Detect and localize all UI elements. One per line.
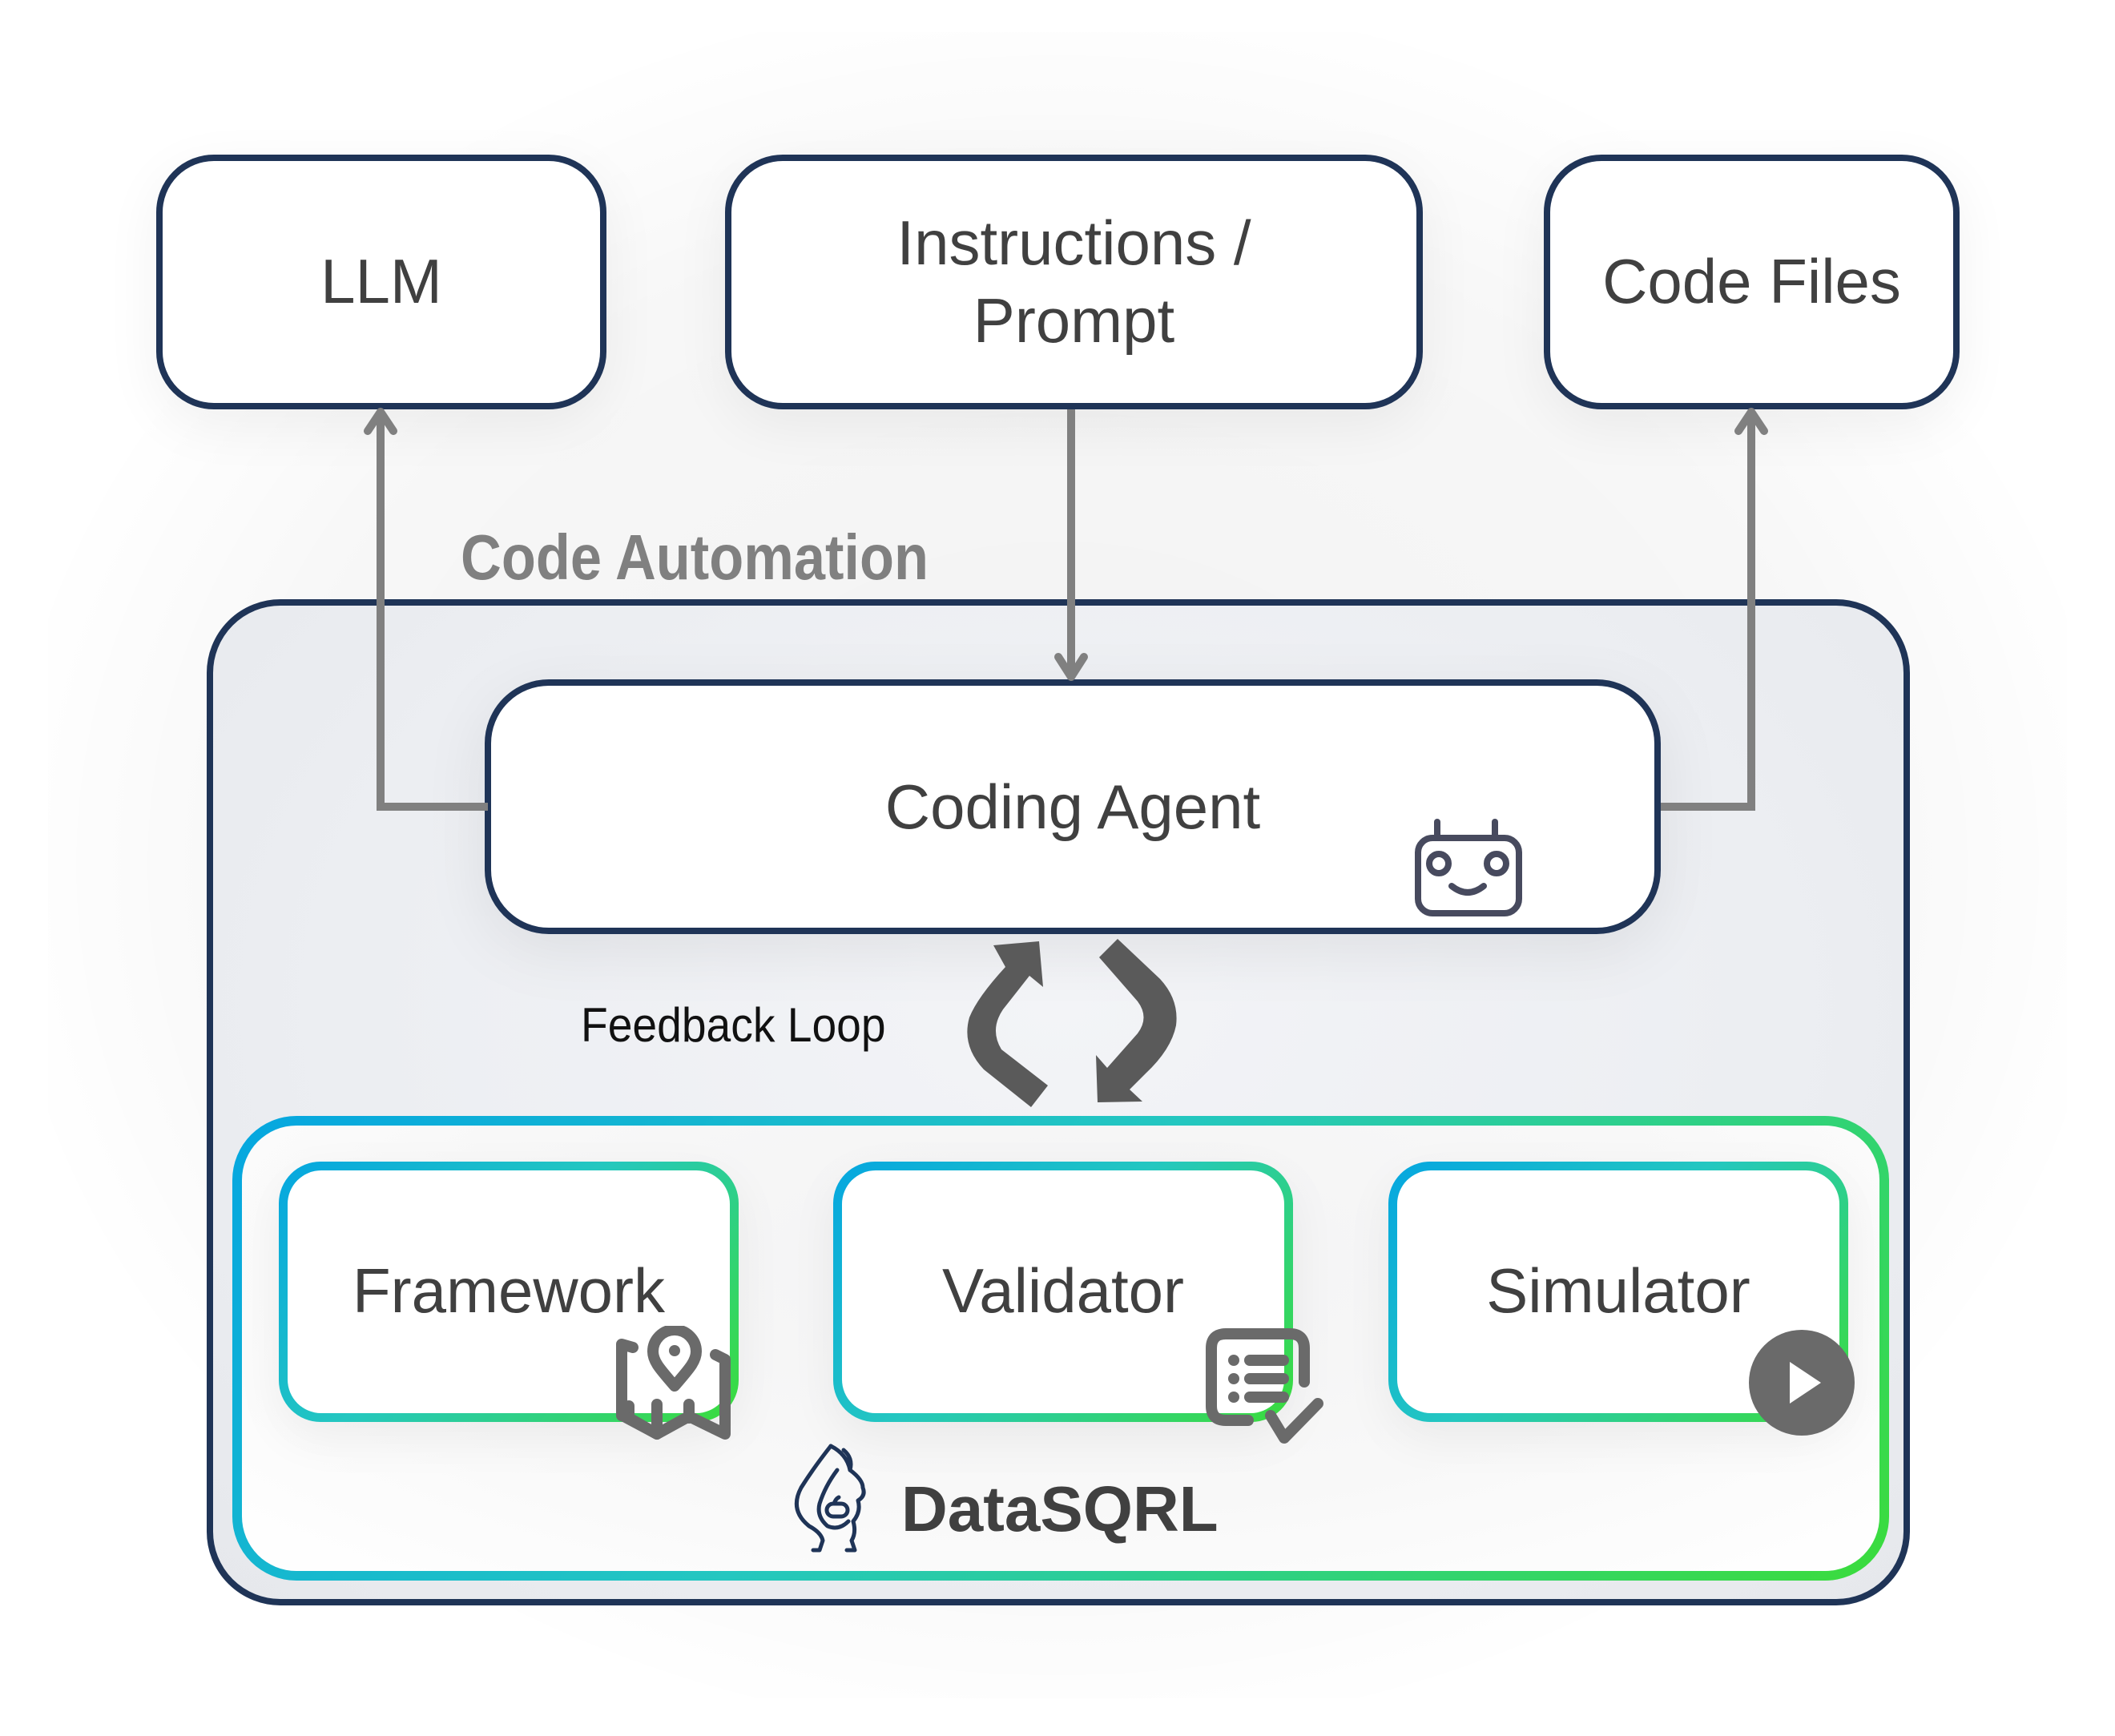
map-pin-icon [616,1326,731,1440]
play-circle-icon [1749,1330,1855,1436]
instructions-prompt-box: Instructions / Prompt [725,155,1423,409]
code-files-box: Code Files [1544,155,1960,409]
simulator-label: Simulator [1486,1255,1750,1326]
validator-box: Validator [833,1162,1293,1422]
datasqrl-label: DataSQRL [901,1473,1219,1545]
llm-label: LLM [320,246,442,317]
feedback-loop-label: Feedback Loop [581,998,886,1052]
framework-label: Framework [352,1255,666,1326]
code-files-label: Code Files [1602,246,1901,317]
instructions-label-line2: Prompt [973,285,1175,356]
validator-label: Validator [941,1255,1185,1326]
llm-box: LLM [156,155,606,409]
robot-face-icon [1415,819,1522,916]
coding-agent-label: Coding Agent [884,771,1261,842]
instructions-label-line1: Instructions / [896,207,1251,278]
code-automation-title: Code Automation [461,522,929,593]
framework-box: Framework [279,1162,739,1422]
cycle-arrows-icon [967,939,1177,1107]
squirrel-logo-icon [794,1444,866,1553]
checklist-icon [1206,1328,1323,1444]
